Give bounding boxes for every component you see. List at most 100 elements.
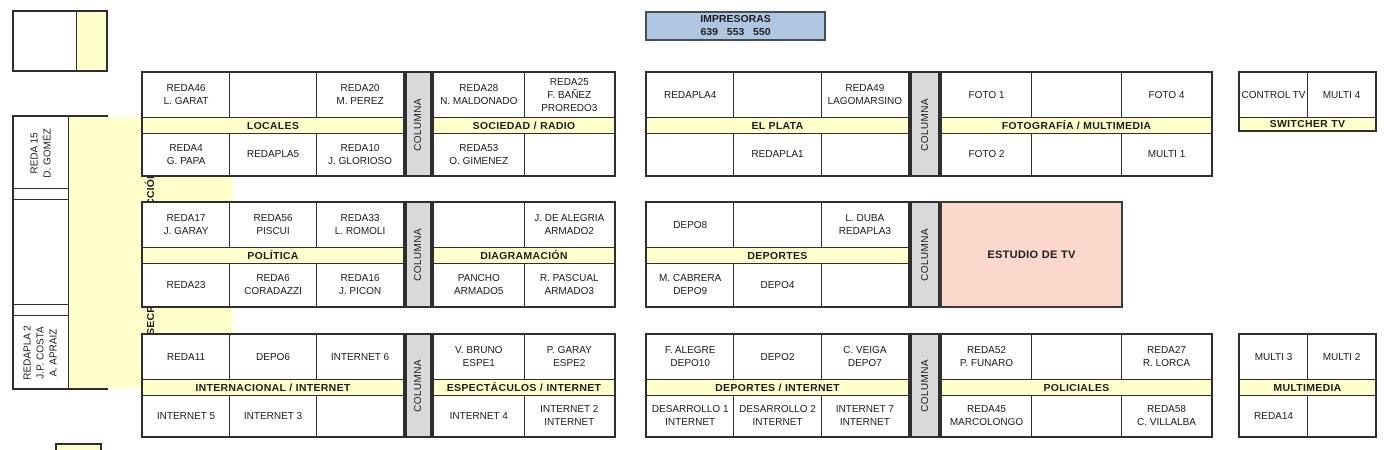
desk-cell — [822, 134, 908, 175]
block-fotografia-multimedia: FOTO 1 FOTO 4 FOTOGRAFÍA / MULTIMEDIA FO… — [940, 71, 1213, 177]
desk-row: REDAPLA1 — [647, 134, 908, 175]
columna-label: COLUMNA — [919, 228, 931, 281]
section-banner: LOCALES — [143, 117, 403, 134]
printers-numbers: 639 553 550 — [700, 26, 771, 38]
desk-cell: INTERNET 5 — [143, 396, 230, 436]
desk-cell — [14, 200, 68, 304]
section-banner: SWITCHER TV — [1240, 117, 1375, 130]
desk-row: CONTROL TV MULTI 4 — [1240, 73, 1375, 117]
section-banner: POLÍTICA — [143, 247, 403, 264]
desk-cell: MULTI 1 — [1147, 149, 1186, 160]
desk-cell: REDA14 — [1240, 396, 1308, 436]
desk-cell — [1308, 396, 1375, 436]
columna-label: COLUMNA — [413, 359, 424, 412]
section-banner: POLICIALES — [942, 379, 1211, 396]
section-banner: FOTOGRAFÍA / MULTIMEDIA — [942, 117, 1211, 134]
columna-strip: COLUMNA — [910, 333, 940, 438]
printers-title: IMPRESORAS — [700, 13, 771, 25]
desk-cell — [734, 73, 822, 117]
desk-cell — [317, 396, 403, 436]
desk-cell: REDAPLA1 — [734, 134, 822, 175]
columna-label: COLUMNA — [413, 228, 424, 281]
desk-cell: REDAPLA4 — [647, 73, 735, 117]
section-banner: MULTIMEDIA — [1240, 379, 1375, 396]
desk-cell: INTERNET 4 — [434, 396, 525, 436]
columna-strip: COLUMNA — [405, 201, 432, 308]
desk-cell: FOTO 4 — [1148, 89, 1185, 101]
columna-label: COLUMNA — [919, 359, 931, 412]
desk-row: REDA14 — [1240, 396, 1375, 436]
desk-row: REDA11 DEPO6 INTERNET 6 — [143, 335, 403, 379]
desk-cell — [822, 264, 908, 306]
desk-cell: MULTI 4 — [1322, 89, 1361, 101]
desk-cell: DEPO6 — [230, 335, 317, 379]
desk-cell: DEPO8 — [647, 203, 735, 247]
desk-cell: MULTI 3 — [1240, 335, 1308, 379]
desk-cell: CONTROL TV — [1240, 73, 1308, 117]
block-internacional-internet: REDA11 DEPO6 INTERNET 6 INTERNACIONAL / … — [141, 333, 405, 438]
section-banner: SOCIEDAD / RADIO — [434, 117, 614, 134]
block-multimedia: MULTI 3 MULTI 2 MULTIMEDIA REDA14 — [1238, 333, 1377, 438]
corner-box — [12, 10, 108, 72]
desk-row: INTERNET 5 INTERNET 3 — [143, 396, 403, 436]
desk-cell — [434, 203, 525, 247]
desk-cell — [1032, 134, 1122, 175]
section-banner: EL PLATA — [647, 117, 908, 134]
desk-cell: DEPO2 — [734, 335, 822, 379]
desk-cell — [1032, 73, 1122, 117]
columna-strip: COLUMNA — [405, 333, 432, 438]
desk-cell: FOTO 1 — [942, 73, 1032, 117]
desk-divider — [14, 188, 69, 200]
block-switcher-tv: CONTROL TV MULTI 4 SWITCHER TV — [1238, 71, 1377, 132]
clipped-bottom-box — [55, 443, 102, 450]
corner-box-yellow — [76, 12, 106, 70]
desk-cell — [1032, 396, 1122, 436]
corner-box-white — [14, 12, 76, 70]
columna-strip: COLUMNA — [910, 71, 940, 177]
tv-studio: ESTUDIO DE TV — [940, 201, 1123, 308]
desk-cell — [230, 73, 317, 117]
